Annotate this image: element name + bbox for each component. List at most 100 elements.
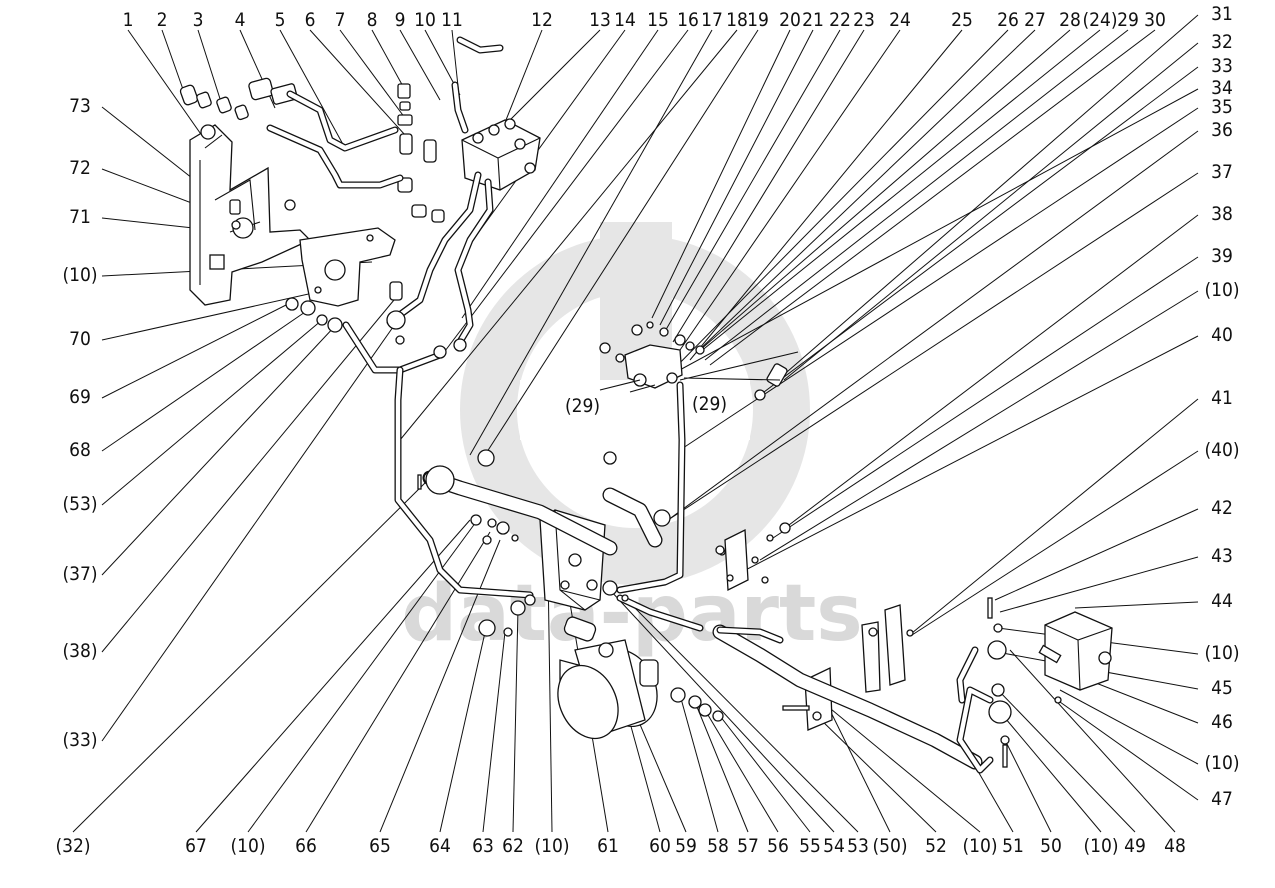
leader-line bbox=[704, 709, 779, 833]
part-label-bottom: 51 bbox=[1002, 835, 1024, 857]
part-label-top: 28 bbox=[1059, 9, 1081, 31]
part-label-top: 22 bbox=[829, 9, 851, 31]
part-label-top: 5 bbox=[275, 9, 286, 31]
part-label-top: 21 bbox=[802, 9, 824, 31]
part-label-top: 10 bbox=[414, 9, 436, 31]
part-label-right: 32 bbox=[1211, 31, 1233, 53]
part-label-top: 14 bbox=[614, 9, 636, 31]
leader-line bbox=[101, 319, 399, 742]
leader-line bbox=[911, 450, 1199, 636]
small-fittings bbox=[285, 281, 1062, 768]
leader-line bbox=[709, 29, 1156, 366]
part-label-top: 15 bbox=[647, 9, 669, 31]
part-label-bottom: 66 bbox=[295, 835, 317, 857]
part-label-bottom: 59 bbox=[675, 835, 697, 857]
leader-line bbox=[512, 607, 519, 833]
part-label-top: 30 bbox=[1144, 9, 1166, 31]
valve-plate bbox=[299, 227, 396, 307]
leader-line bbox=[651, 29, 791, 319]
leader-line bbox=[339, 29, 406, 119]
pipes bbox=[266, 36, 994, 774]
part-label-right: 38 bbox=[1211, 203, 1233, 225]
leader-line bbox=[399, 29, 441, 101]
part-label-bottom: (50) bbox=[872, 835, 907, 857]
part-label-left: 70 bbox=[69, 328, 91, 350]
callout-29-left: (29) bbox=[565, 395, 600, 417]
leader-line bbox=[679, 694, 719, 833]
part-label-bottom: 58 bbox=[707, 835, 729, 857]
part-label-bottom: 52 bbox=[925, 835, 947, 857]
leader-line bbox=[305, 531, 491, 833]
leader-line bbox=[609, 589, 835, 833]
leader-line bbox=[101, 299, 395, 653]
leader-line bbox=[783, 42, 1199, 381]
part-label-bottom: 63 bbox=[472, 835, 494, 857]
leader-line bbox=[371, 29, 406, 91]
leader-line bbox=[501, 29, 543, 131]
part-label-right: 40 bbox=[1211, 324, 1233, 346]
leader-line bbox=[664, 172, 1199, 523]
part-label-top: 1 bbox=[123, 9, 134, 31]
part-label-top: 6 bbox=[305, 9, 316, 31]
part-label-top: 16 bbox=[677, 9, 699, 31]
leader-line bbox=[161, 29, 186, 96]
leader-line bbox=[694, 701, 749, 833]
leader-line bbox=[439, 627, 487, 833]
part-label-bottom: (10) bbox=[230, 835, 265, 857]
leader-line bbox=[719, 715, 811, 833]
part-label-top: 4 bbox=[235, 9, 246, 31]
callout-29-right: (29) bbox=[692, 393, 727, 415]
part-label-left: (37) bbox=[62, 563, 97, 585]
leader-line bbox=[127, 29, 206, 141]
part-label-bottom: 60 bbox=[649, 835, 671, 857]
part-label-left: 71 bbox=[69, 206, 91, 228]
part-label-bottom: 67 bbox=[185, 835, 207, 857]
part-label-top: 18 bbox=[726, 9, 748, 31]
leader-line bbox=[1004, 739, 1052, 833]
leader-line bbox=[72, 477, 431, 833]
part-label-top: 19 bbox=[747, 9, 769, 31]
mounting-bracket bbox=[189, 124, 312, 306]
part-label-right: 41 bbox=[1211, 387, 1233, 409]
part-label-bottom: 54 bbox=[823, 835, 845, 857]
part-label-right: 43 bbox=[1211, 545, 1233, 567]
part-label-top: 13 bbox=[589, 9, 611, 31]
part-label-bottom: (10) bbox=[534, 835, 569, 857]
part-label-left: (53) bbox=[62, 493, 97, 515]
part-label-top: 23 bbox=[853, 9, 875, 31]
leader-line bbox=[664, 29, 1009, 379]
leader-line bbox=[816, 715, 937, 833]
leader-line bbox=[101, 324, 337, 576]
fittings-top-left bbox=[179, 77, 445, 230]
leader-lines bbox=[72, 14, 1199, 833]
leader-line bbox=[399, 29, 738, 441]
leader-line bbox=[679, 107, 1199, 451]
part-label-bottom: 61 bbox=[597, 835, 619, 857]
part-label-bottom: 64 bbox=[429, 835, 451, 857]
leader-line bbox=[819, 699, 981, 833]
leader-line bbox=[484, 29, 759, 456]
part-label-top: 24 bbox=[889, 9, 911, 31]
part-label-bottom: 48 bbox=[1164, 835, 1186, 857]
part-label-left: (33) bbox=[62, 729, 97, 751]
part-label-right: 39 bbox=[1211, 245, 1233, 267]
leader-line bbox=[672, 29, 865, 343]
part-label-right: 33 bbox=[1211, 55, 1233, 77]
leader-line bbox=[911, 398, 1199, 634]
leader-line bbox=[1059, 689, 1199, 765]
part-label-right: 45 bbox=[1211, 677, 1233, 699]
part-label-left: 73 bbox=[69, 95, 91, 117]
part-label-bottom: 50 bbox=[1040, 835, 1062, 857]
leader-line bbox=[101, 301, 293, 399]
leader-line bbox=[1074, 601, 1199, 609]
part-label-left: (38) bbox=[62, 640, 97, 662]
leader-line bbox=[994, 508, 1199, 601]
leader-line bbox=[659, 29, 814, 326]
part-label-left: 72 bbox=[69, 157, 91, 179]
part-label-right: (10) bbox=[1204, 752, 1239, 774]
leader-line bbox=[309, 29, 406, 136]
part-label-right: 46 bbox=[1211, 711, 1233, 733]
leader-line bbox=[759, 290, 1199, 561]
